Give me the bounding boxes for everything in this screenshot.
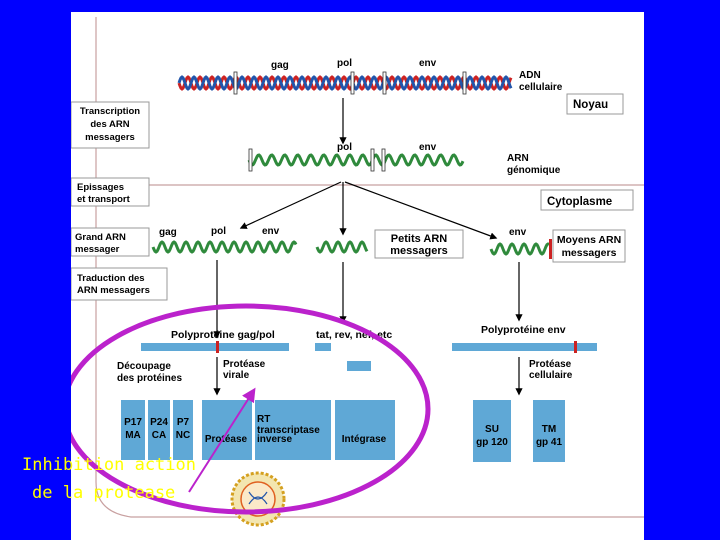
traduction-box: Traduction des ARN messagers <box>71 267 168 301</box>
cell-membrane <box>95 17 644 518</box>
inhibition-arrow <box>188 387 256 493</box>
arrow-to-moyens <box>344 181 498 240</box>
svg-text:MA: MA <box>125 430 141 441</box>
protein-p17: P17 MA <box>121 400 145 460</box>
petits-arn-line-1: Petits ARN <box>391 233 447 245</box>
svg-text:inverse: inverse <box>257 434 292 445</box>
transcription-line-1: Transcription <box>80 106 140 117</box>
protein-su: SU gp 120 <box>473 400 511 462</box>
svg-text:P17: P17 <box>124 417 142 428</box>
grand-arn-line-1: Grand ARN <box>75 232 126 243</box>
svg-text:NC: NC <box>176 430 190 441</box>
svg-text:RT: RT <box>257 414 270 425</box>
epissages-line-2: et transport <box>77 194 131 205</box>
slide-canvas: gag pol env ADN cellulaire Noyau Transcr… <box>71 12 644 540</box>
moyens-arn-line-2: messagers <box>562 247 617 259</box>
grand-mrna-helix <box>151 240 298 254</box>
moyens-env-label: env <box>509 227 527 238</box>
petits-mrna-helix <box>315 240 369 254</box>
svg-text:TM: TM <box>542 424 556 435</box>
rna-label-2: génomique <box>507 165 561 176</box>
dna-env-label: env <box>419 58 437 69</box>
svg-text:Protéase: Protéase <box>205 434 248 445</box>
transcription-box: Transcription des ARN messagers <box>71 101 150 149</box>
moyens-arn-box: Moyens ARN messagers <box>552 229 626 263</box>
epissages-box: Epissages et transport <box>71 177 150 207</box>
petits-arn-line-2: messagers <box>390 245 448 257</box>
grand-arn-line-2: messager <box>75 244 120 255</box>
svg-text:transcriptase: transcriptase <box>257 425 320 436</box>
noyau-box: Noyau <box>566 93 624 115</box>
svg-text:Intégrase: Intégrase <box>342 434 387 445</box>
protein-rt: RT transcriptase inverse <box>255 400 331 460</box>
polyprot-env-cleavage <box>574 341 577 353</box>
moyens-arn-line-1: Moyens ARN <box>557 234 621 246</box>
rna-pol-label: pol <box>337 142 352 153</box>
dna-pol-label: pol <box>337 58 352 69</box>
virion-particle <box>230 471 286 527</box>
svg-text:CA: CA <box>152 430 166 441</box>
svg-text:gp 41: gp 41 <box>536 437 563 448</box>
arrow-to-grand <box>239 181 342 229</box>
grand-pol-label: pol <box>211 226 226 237</box>
grand-gag-label: gag <box>159 227 177 238</box>
svg-text:P7: P7 <box>177 417 190 428</box>
svg-text:P24: P24 <box>150 417 168 428</box>
dna-gag-label: gag <box>271 60 289 71</box>
petits-arn-box: Petits ARN messagers <box>374 229 464 259</box>
protein-protease: Protéase <box>202 400 252 460</box>
polyprot-gagpol-bar <box>141 343 289 351</box>
genomic-rna-helix <box>247 148 465 172</box>
hiv-cycle-diagram: gag pol env ADN cellulaire Noyau Transcr… <box>71 17 644 527</box>
polyprot-env-bar <box>452 343 597 351</box>
polyprot-env-label: Polyprotéine env <box>481 324 566 336</box>
rna-env-label: env <box>419 142 437 153</box>
traduction-line-1: Traduction des <box>77 273 145 284</box>
moyens-mrna-helix <box>489 242 550 256</box>
decoupage-line-2: des protéines <box>117 373 182 384</box>
cytoplasme-box: Cytoplasme <box>540 189 634 211</box>
dna-helix <box>177 71 513 95</box>
moyens-marker <box>549 239 552 259</box>
protein-p7: P7 NC <box>173 400 193 460</box>
epissages-line-1: Epissages <box>77 182 124 193</box>
small-protein-bar-1 <box>315 343 331 351</box>
traduction-line-2: ARN messagers <box>77 285 150 296</box>
decoupage-line-1: Découpage <box>117 361 171 372</box>
dna-label-2: cellulaire <box>519 82 563 93</box>
dna-label-1: ADN <box>519 70 541 81</box>
protein-integrase: Intégrase <box>335 400 395 460</box>
polyprot-gagpol-label: Polyprotéine gag/pol <box>171 329 275 341</box>
transcription-line-3: messagers <box>85 132 135 143</box>
grand-arn-box: Grand ARN messager <box>71 227 150 257</box>
cytoplasme-label: Cytoplasme <box>547 196 612 208</box>
protein-tm: TM gp 41 <box>533 400 565 462</box>
svg-text:SU: SU <box>485 424 499 435</box>
inhibition-ellipse <box>71 303 431 515</box>
protease-cellulaire-line-1: Protéase <box>529 359 572 370</box>
protease-cellulaire-line-2: cellulaire <box>529 370 573 381</box>
transcription-line-2: des ARN <box>90 119 129 130</box>
protease-virale-line-1: Protéase <box>223 359 266 370</box>
grand-env-label: env <box>262 226 280 237</box>
protease-virale-line-2: virale <box>223 370 250 381</box>
svg-text:gp 120: gp 120 <box>476 437 508 448</box>
noyau-label: Noyau <box>573 99 608 111</box>
polyprot-gagpol-cleavage <box>216 341 219 353</box>
protein-p24: P24 CA <box>148 400 170 460</box>
rna-label-1: ARN <box>507 153 529 164</box>
small-protein-bar-2 <box>347 361 371 371</box>
